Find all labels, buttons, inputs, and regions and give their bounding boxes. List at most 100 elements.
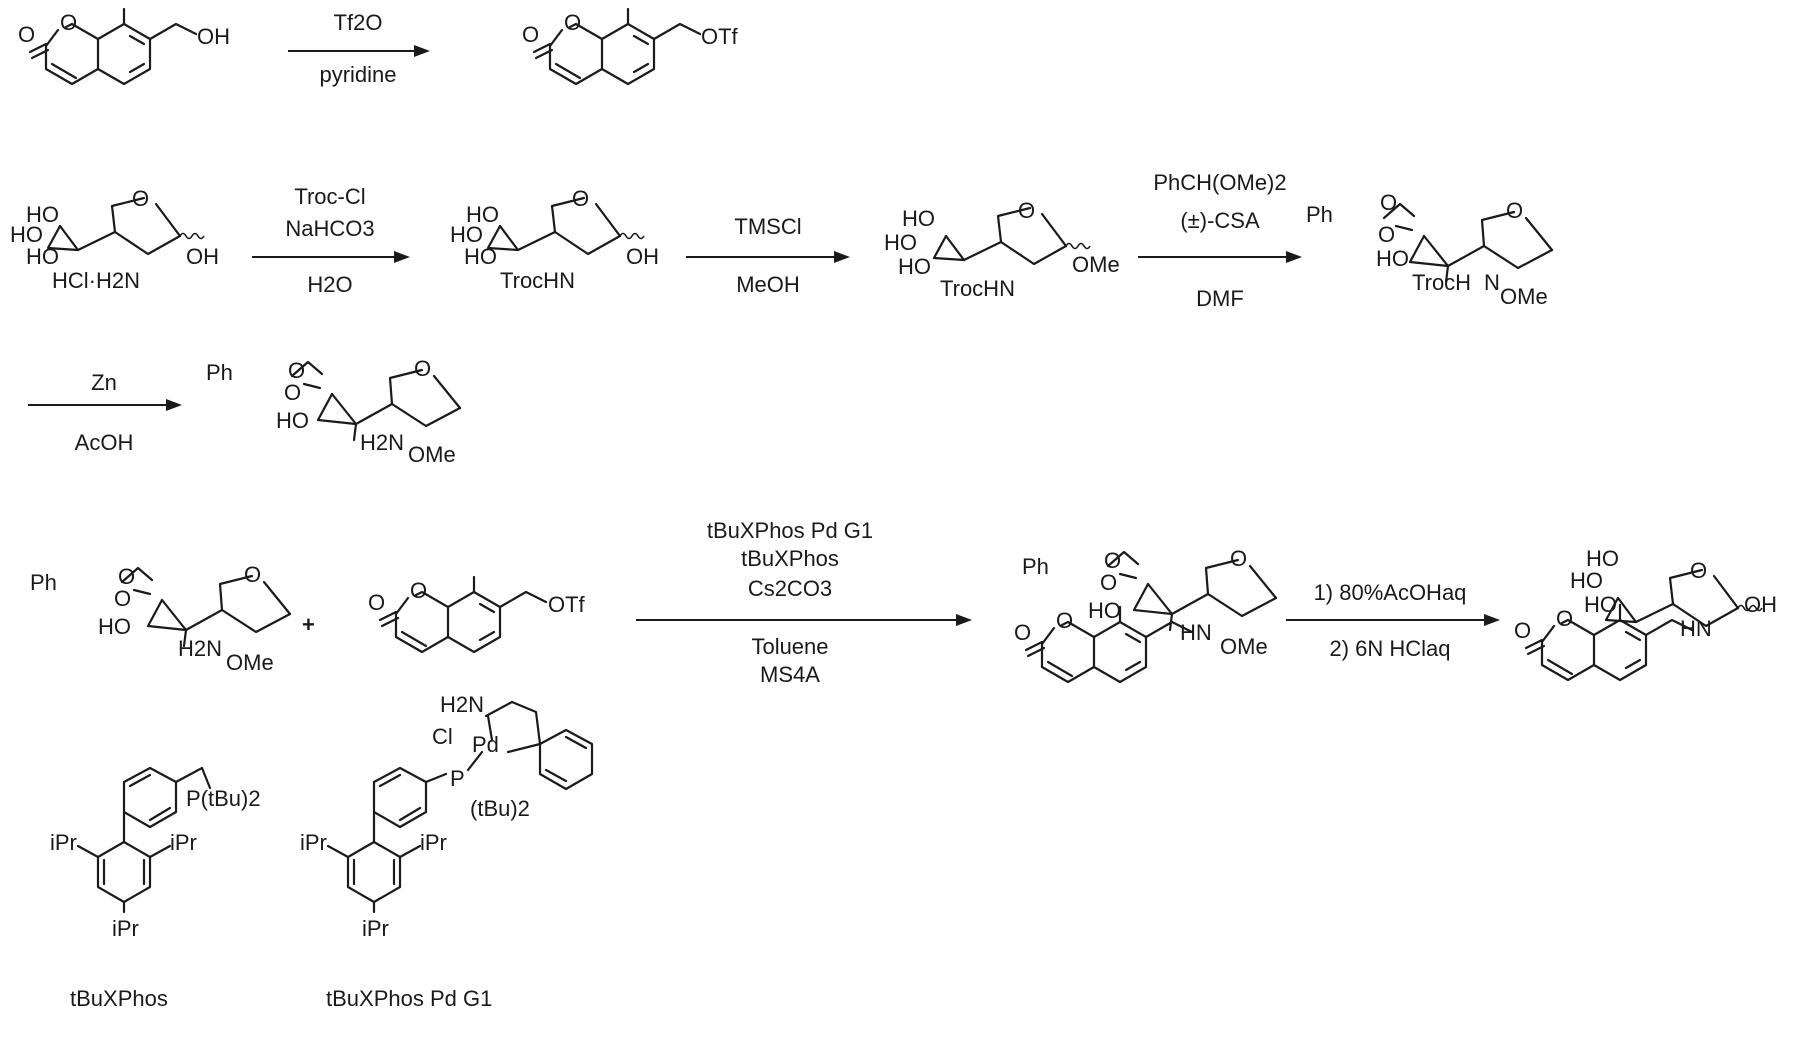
label-ho-3: HO <box>1376 246 1409 271</box>
cond-r5-top: Zn <box>91 370 117 395</box>
label-h2n: H2N <box>178 636 222 661</box>
coumarin-7-ol: O O OH <box>18 9 230 84</box>
cond-r6-bottom1: Toluene <box>751 634 828 659</box>
label-o-ring: O <box>1230 546 1247 571</box>
label-oh: OH <box>197 24 230 49</box>
cond-r6-bottom2: MS4A <box>760 662 820 687</box>
label-ome: OMe <box>408 442 456 467</box>
label-trochn: TrocHN <box>940 276 1015 301</box>
label-hcl-h2n: HCl·H2N <box>52 268 140 293</box>
label-ho-3: HO <box>898 254 931 279</box>
label-o-ring: O <box>564 10 581 35</box>
label-otf: OTf <box>701 24 739 49</box>
label-n: N <box>1484 270 1500 295</box>
label-cl: Cl <box>432 724 453 749</box>
label-o-ring-coumarin: O <box>1056 608 1073 633</box>
label-ome: OMe <box>1072 252 1120 277</box>
cond-r4-bottom: DMF <box>1196 286 1244 311</box>
label-oh-anomeric: OH <box>1744 592 1777 617</box>
label-o-carbonyl: O <box>18 22 35 47</box>
label-oh-anomeric: OH <box>626 244 659 269</box>
label-tbu2: (tBu)2 <box>470 796 530 821</box>
label-ho-4: HO <box>884 230 917 255</box>
cond-r6-top1: tBuXPhos Pd G1 <box>707 518 873 543</box>
label-ph: Ph <box>1306 202 1333 227</box>
label-ho-3: HO <box>98 614 131 639</box>
cond-r7-top: 1) 80%AcOHaq <box>1314 580 1467 605</box>
arrow-5 <box>28 399 182 411</box>
label-ome: OMe <box>1220 634 1268 659</box>
label-h2n: H2N <box>360 430 404 455</box>
cond-r2-top1: Troc-Cl <box>294 184 365 209</box>
label-ho-4: HO <box>1570 568 1603 593</box>
label-ipr-left: iPr <box>300 830 327 855</box>
label-trochn: TrocHN <box>500 268 575 293</box>
label-pd: Pd <box>472 732 499 757</box>
cond-r3-top: TMSCl <box>734 214 801 239</box>
cond-r2-bottom: H2O <box>307 272 352 297</box>
label-hn: HN <box>1180 620 1212 645</box>
troc-glucosamine: HO HO HO O OH TrocHN <box>450 186 659 293</box>
glucosamine-hcl: HO HO HO O OH HCl·H2N <box>10 186 219 293</box>
label-ho-3: HO <box>276 408 309 433</box>
methyl-glycoside: HO HO HO O OMe TrocHN <box>884 198 1120 301</box>
benzylidene-amino-glycoside: Ph O O O HO H2N OMe <box>206 356 460 467</box>
coumarin-7-triflate: O O OTf <box>522 9 739 84</box>
amine-coupling-partner: Ph O O O HO H2N OMe <box>30 562 290 675</box>
arrow-4 <box>1138 251 1302 263</box>
label-ipr-right: iPr <box>170 830 197 855</box>
benzylidene-troc-glycoside: Ph O O O HO TrocH N OMe <box>1306 190 1552 309</box>
ligand-name: tBuXPhos <box>70 986 168 1011</box>
cond-r6-top3: Cs2CO3 <box>748 576 832 601</box>
label-o-ring: O <box>1506 198 1523 223</box>
label-ho-3: HO <box>1584 592 1617 617</box>
label-o-acetal-2: O <box>1100 570 1117 595</box>
cond-r1-top: Tf2O <box>334 10 383 35</box>
label-ome: OMe <box>226 650 274 675</box>
label-o-ring: O <box>1690 558 1707 583</box>
label-o-carbonyl: O <box>368 590 385 615</box>
coumarin-triflate-partner: O O OTf <box>368 577 586 652</box>
arrow-7 <box>1286 614 1500 626</box>
label-troch: TrocH <box>1412 270 1471 295</box>
arrow-6 <box>636 614 972 626</box>
label-o-ring: O <box>572 186 589 211</box>
label-o-ring: O <box>414 356 431 381</box>
label-hn: HN <box>1680 616 1712 641</box>
cond-r3-bottom: MeOH <box>736 272 800 297</box>
label-o-carbonyl: O <box>522 22 539 47</box>
label-ho-3: HO <box>464 244 497 269</box>
label-ptbu2: P(tBu)2 <box>186 786 261 811</box>
label-o-ring: O <box>244 562 261 587</box>
arrow-1 <box>288 45 430 57</box>
arrow-3 <box>686 251 850 263</box>
cond-r4-top1: PhCH(OMe)2 <box>1153 170 1286 195</box>
label-o-ring: O <box>410 578 427 603</box>
label-o-acetal-1: O <box>1380 190 1397 215</box>
label-ph: Ph <box>30 570 57 595</box>
cond-r4-top2: (±)-CSA <box>1180 208 1260 233</box>
label-o-ring-coumarin: O <box>1556 606 1573 631</box>
label-otf: OTf <box>548 592 586 617</box>
label-p: P <box>450 766 465 791</box>
cond-r2-top2: NaHCO3 <box>285 216 374 241</box>
arrow-2 <box>252 251 410 263</box>
label-ipr-bottom: iPr <box>362 916 389 941</box>
cond-r7-bottom: 2) 6N HClaq <box>1329 636 1450 661</box>
label-o-carbonyl: O <box>1014 620 1031 645</box>
precatalyst-name: tBuXPhos Pd G1 <box>326 986 492 1011</box>
label-ipr-left: iPr <box>50 830 77 855</box>
cond-r5-bottom: AcOH <box>75 430 134 455</box>
label-h2n: H2N <box>440 692 484 717</box>
tbuxphos-pd-g1-structure: H2N Cl Pd P (tBu)2 iPr iPr iPr tBuXPhos … <box>300 692 592 1011</box>
cond-r1-bottom: pyridine <box>319 62 396 87</box>
label-ph: Ph <box>206 360 233 385</box>
label-ipr-right: iPr <box>420 830 447 855</box>
coupled-product: Ph O O O HO HN OMe O O <box>1014 546 1276 682</box>
label-o-acetal-2: O <box>114 586 131 611</box>
label-oh-anomeric: OH <box>186 244 219 269</box>
label-o-carbonyl: O <box>1514 618 1531 643</box>
label-o-ring: O <box>132 186 149 211</box>
tbuxphos-structure: P(tBu)2 iPr iPr iPr tBuXPhos <box>50 768 261 1011</box>
